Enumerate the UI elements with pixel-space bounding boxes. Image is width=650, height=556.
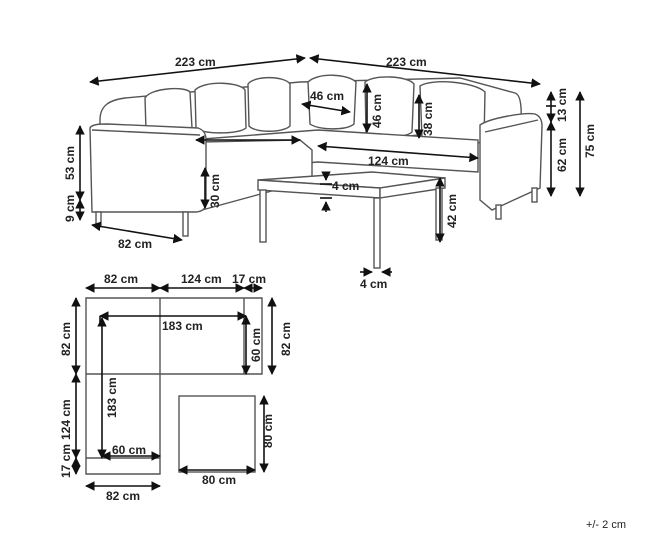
label-table-plan-depth: 80 cm [261,414,275,448]
sofa-plan [85,297,263,475]
table-plan [178,395,256,473]
label-plan-top-left: 82 cm [104,272,138,286]
dim-line-back-cushion-depth [301,100,351,116]
perspective-dimensions: 223 cm 223 cm 46 cm 46 cm 38 cm 124 cm 1… [63,54,597,291]
label-seat-height-total: 62 cm [555,138,569,172]
label-arm-width: 82 cm [118,237,152,251]
label-arm-height: 53 cm [63,146,77,180]
dim-line-seat-span [317,141,479,163]
label-plan-left-bottom: 17 cm [59,444,73,478]
label-side-cushion-height: 38 cm [421,102,435,136]
dim-line-arm-width [91,221,183,244]
label-plan-inner-depth-right: 60 cm [249,328,263,362]
sofa-perspective [89,74,543,269]
label-seat-cushion-height: 30 cm [208,174,222,208]
label-total-height: 75 cm [583,124,597,158]
label-table-leg: 4 cm [360,277,387,291]
tolerance-note: +/- 2 cm [585,519,626,531]
label-back-cushion-height: 46 cm [370,94,384,128]
label-plan-bottom-width: 82 cm [106,489,140,503]
label-leg-height: 9 cm [63,195,77,222]
plan-dimensions: 82 cm 124 cm 17 cm 82 cm 124 cm 17 cm 18… [59,272,293,503]
label-plan-left-mid: 124 cm [59,399,73,440]
label-plan-inner-bottom: 60 cm [112,443,146,457]
label-plan-right-depth: 82 cm [279,322,293,356]
label-table-plan-width: 80 cm [202,473,236,487]
label-table-top: 4 cm [332,179,359,193]
dim-line-left-width [89,54,306,86]
label-plan-inner-width: 183 cm [162,319,203,333]
dim-line-right-width [309,54,541,88]
label-sofa-left-width: 223 cm [175,55,216,69]
label-sofa-right-width: 223 cm [386,55,427,69]
label-plan-left-top: 82 cm [59,322,73,356]
label-plan-top-mid: 124 cm [181,272,222,286]
label-seat-span: 124 cm [368,154,409,168]
label-table-height: 42 cm [445,194,459,228]
label-plan-inner-height: 183 cm [105,377,119,418]
label-plan-top-right: 17 cm [232,272,266,286]
label-back-cushion-depth: 46 cm [310,89,344,103]
label-back-height: 13 cm [555,88,569,122]
